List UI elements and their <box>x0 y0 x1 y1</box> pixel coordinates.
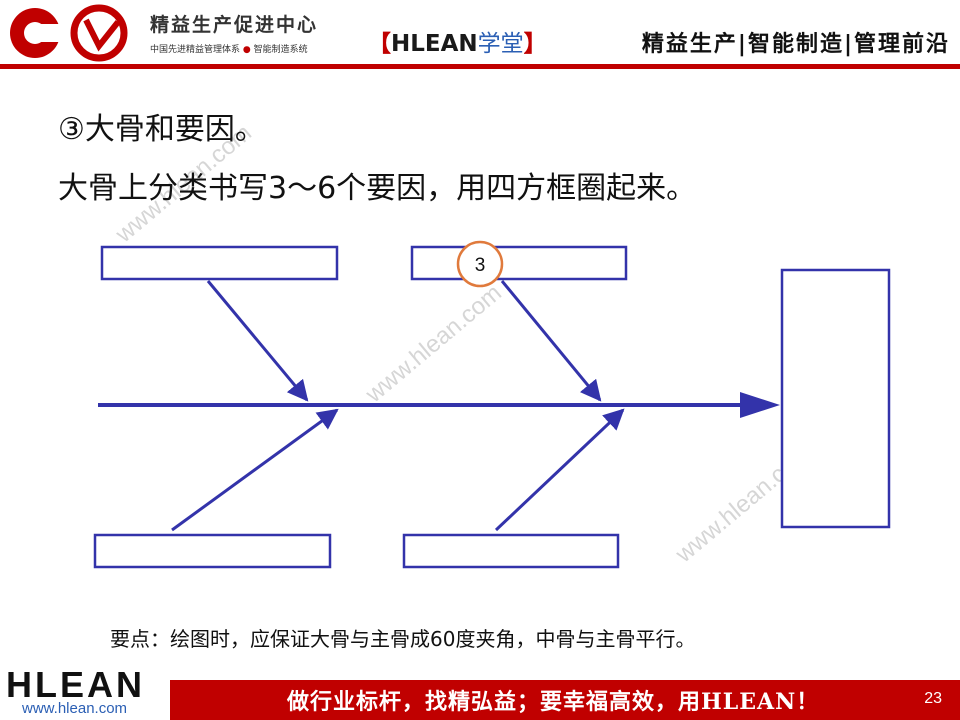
step-heading: ③大骨和要因。 <box>58 112 265 147</box>
brand-logo-icon <box>10 4 128 62</box>
footer-bar <box>170 680 960 720</box>
footer-url-link[interactable]: www.hlean.com <box>22 700 128 717</box>
spine-arrowhead <box>740 392 780 418</box>
brand-subtitle: 中国先进精益管理体系 ● 智能制造系统 <box>150 45 308 55</box>
step-badge-number: 3 <box>475 255 486 276</box>
key-point-note: 要点：绘图时，应保证大骨与主骨成60度夹角，中骨与主骨平行。 <box>110 627 696 651</box>
footer-slogan: 做行业标杆，找精弘益；要幸福高效，用HLEAN！ <box>287 689 820 715</box>
header-tagline: 精益生产|智能制造|管理前沿 <box>641 32 950 57</box>
cause-box-top-left <box>100 245 339 281</box>
header: 精益生产促进中心 中国先进精益管理体系 ● 智能制造系统 【HLEAN学堂】 精… <box>0 0 960 72</box>
cause-box-bottom-right <box>402 533 620 569</box>
header-divider <box>0 64 960 69</box>
cause-box-bottom-left <box>93 533 332 569</box>
footer-logo: HLEAN <box>6 664 145 705</box>
page-number: 23 <box>924 690 942 707</box>
head-box <box>780 268 891 529</box>
bone-bottom-left <box>171 408 339 532</box>
step-badge <box>456 240 504 288</box>
cause-box-top-right <box>410 245 628 281</box>
bone-bottom-right <box>494 408 625 532</box>
brand-name: 精益生产促进中心 <box>150 14 319 36</box>
bone-top-right <box>500 280 602 402</box>
step-instruction: 大骨上分类书写3～6个要因，用四方框圈起来。 <box>58 171 697 206</box>
bone-top-left <box>206 280 309 402</box>
hlean-academy-title: 【HLEAN学堂】 <box>368 31 547 57</box>
